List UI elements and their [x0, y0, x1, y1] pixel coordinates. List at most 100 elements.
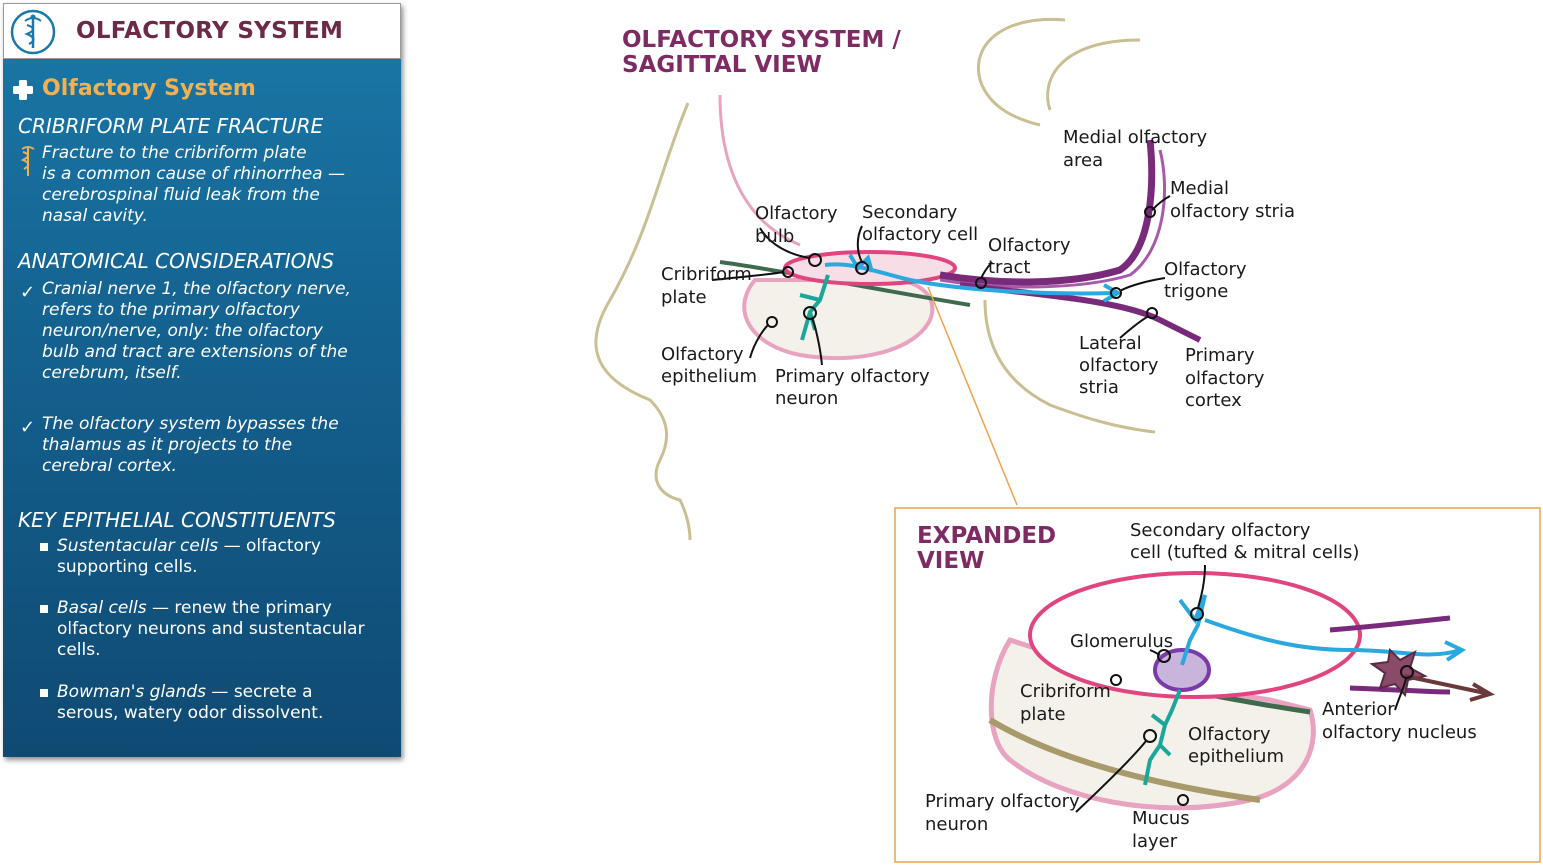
label-cribriform: plate — [661, 287, 707, 308]
arrow-icon — [1444, 640, 1467, 662]
label-medial-area: area — [1063, 150, 1103, 171]
epithelial-item: Basal cells — renew the primary olfactor… — [57, 598, 397, 661]
square-bullet-icon — [40, 605, 48, 613]
sidebar-header: OLFACTORY SYSTEM — [3, 3, 401, 59]
fracture-line: cerebrospinal fluid leak from the — [42, 185, 320, 205]
label-exp-mucus: layer — [1132, 831, 1178, 852]
plus-icon — [13, 80, 33, 100]
expanded-olfactory-bulb — [1028, 571, 1362, 699]
sidebar-title: OLFACTORY SYSTEM — [76, 18, 344, 44]
label-trigone: Olfactory — [1164, 259, 1247, 280]
label-primary-neuron: neuron — [775, 388, 838, 409]
label-epithelium: Olfactory — [661, 344, 744, 365]
expanded-secondary-axon — [1204, 618, 1461, 657]
anatomical-line: thalamus as it projects to the — [42, 435, 293, 455]
epithelial-item: Bowman's glands — secrete a serous, wate… — [57, 682, 397, 724]
label-exp-secondary-cell: Secondary olfactory — [1130, 520, 1311, 541]
arrow-icon — [1469, 682, 1495, 702]
label-olfactory-bulb: Olfactory — [755, 203, 838, 224]
anatomical-heading: ANATOMICAL CONSIDERATIONS — [18, 249, 335, 273]
label-exp-cribriform: Cribriform — [1020, 681, 1111, 702]
epithelial-term: Sustentacular cells — [57, 536, 219, 556]
expanded-primary-neuron — [1143, 689, 1182, 786]
label-secondary-cell: olfactory cell — [862, 224, 978, 245]
nucleus-axon — [1404, 674, 1486, 695]
label-trigone: trigone — [1164, 281, 1228, 302]
label-medial-area: Medial olfactory — [1063, 127, 1208, 148]
fracture-text: Fracture to the cribriform plate is a co… — [42, 143, 402, 227]
expanded-tract — [1349, 685, 1451, 695]
expanded-pointer-markers — [1075, 564, 1414, 813]
anatomical-line: cerebrum, itself. — [42, 363, 182, 383]
epithelial-line: supporting cells. — [57, 557, 198, 577]
label-primary-cortex: Primary — [1185, 345, 1255, 366]
epithelial-line: olfactory neurons and sustentacular — [57, 619, 365, 639]
label-secondary-cell: Secondary — [862, 202, 958, 223]
anatomical-item-2: The olfactory system bypasses the thalam… — [42, 414, 402, 477]
secondary-axon — [824, 262, 1116, 296]
zoom-leader-line — [927, 286, 1018, 506]
label-medial-stria: Medial — [1170, 178, 1229, 199]
label-exp-anterior-nucleus: olfactory nucleus — [1322, 722, 1477, 743]
epithelial-term: Basal cells — [57, 598, 147, 618]
label-olfactory-bulb: bulb — [755, 226, 794, 247]
expanded-title: VIEW — [917, 548, 984, 574]
pointer-markers — [711, 195, 1171, 366]
epithelial-line: — secrete a — [206, 682, 313, 702]
label-cribriform: Cribriform — [661, 264, 752, 285]
mucus-layer — [988, 717, 1261, 803]
medial-stria-outline — [939, 149, 1167, 289]
anatomical-line: Cranial nerve 1, the olfactory nerve, — [42, 279, 351, 299]
label-exp-primary-neuron: Primary olfactory — [925, 791, 1080, 812]
anatomical-line: neuron/nerve, only: the olfactory — [42, 321, 323, 341]
label-lateral-stria: Lateral — [1079, 333, 1142, 354]
anterior-olfactory-nucleus — [1369, 647, 1428, 698]
checkmark-icon: ✓ — [20, 282, 36, 303]
label-lateral-stria: olfactory — [1079, 355, 1159, 376]
brain-outline — [1046, 38, 1141, 111]
epithelial-item: Sustentacular cells — olfactory supporti… — [57, 536, 397, 578]
info-sidebar: OLFACTORY SYSTEM Olfactory System CRIBRI… — [3, 3, 401, 757]
anatomical-item-1: Cranial nerve 1, the olfactory nerve, re… — [42, 279, 402, 384]
label-olfactory-tract: tract — [988, 257, 1030, 278]
caduceus-bullet-icon — [20, 146, 35, 176]
label-exp-anterior-nucleus: Anterior — [1322, 699, 1395, 720]
label-medial-stria: olfactory stria — [1170, 201, 1295, 222]
label-exp-epithelium: epithelium — [1188, 746, 1284, 767]
fracture-line: Fracture to the cribriform plate — [42, 143, 307, 163]
anatomical-line: cerebral cortex. — [42, 456, 177, 476]
epithelial-line: serous, watery odor dissolvent. — [57, 703, 324, 723]
anatomical-line: The olfactory system bypasses the — [42, 414, 339, 434]
caduceus-logo-icon — [10, 9, 56, 55]
brain-outline — [977, 17, 1066, 127]
epithelial-heading: KEY EPITHELIAL CONSTITUENTS — [18, 508, 336, 532]
label-exp-epithelium: Olfactory — [1188, 724, 1271, 745]
label-olfactory-tract: Olfactory — [988, 235, 1071, 256]
sagittal-title: OLFACTORY SYSTEM / — [622, 27, 901, 53]
sagittal-title: SAGITTAL VIEW — [622, 52, 822, 78]
label-exp-glomerulus: Glomerulus — [1070, 631, 1173, 652]
square-bullet-icon — [40, 689, 48, 697]
temporal-outline — [983, 299, 1156, 434]
fracture-line: nasal cavity. — [42, 206, 148, 226]
glomerulus — [1153, 648, 1211, 692]
epithelial-term: Bowman's glands — [57, 682, 207, 702]
section-title: Olfactory System — [42, 76, 256, 101]
label-primary-neuron: Primary olfactory — [775, 366, 930, 387]
label-primary-cortex: olfactory — [1185, 368, 1265, 389]
medial-stria — [939, 139, 1156, 286]
epithelial-line: — renew the primary — [146, 598, 332, 618]
face-profile — [594, 102, 692, 541]
frontal-outline — [718, 94, 801, 247]
label-epithelium: epithelium — [661, 366, 757, 387]
label-exp-primary-neuron: neuron — [925, 814, 988, 835]
anatomical-line: refers to the primary olfactory — [42, 300, 300, 320]
square-bullet-icon — [40, 543, 48, 551]
anatomical-line: bulb and tract are extensions of the — [42, 342, 348, 362]
epithelial-line: cells. — [57, 640, 101, 660]
fracture-heading: CRIBRIFORM PLATE FRACTURE — [18, 114, 324, 138]
arrow-icon — [1103, 283, 1123, 303]
label-lateral-stria: stria — [1079, 377, 1119, 398]
epithelial-line: — olfactory — [218, 536, 321, 556]
